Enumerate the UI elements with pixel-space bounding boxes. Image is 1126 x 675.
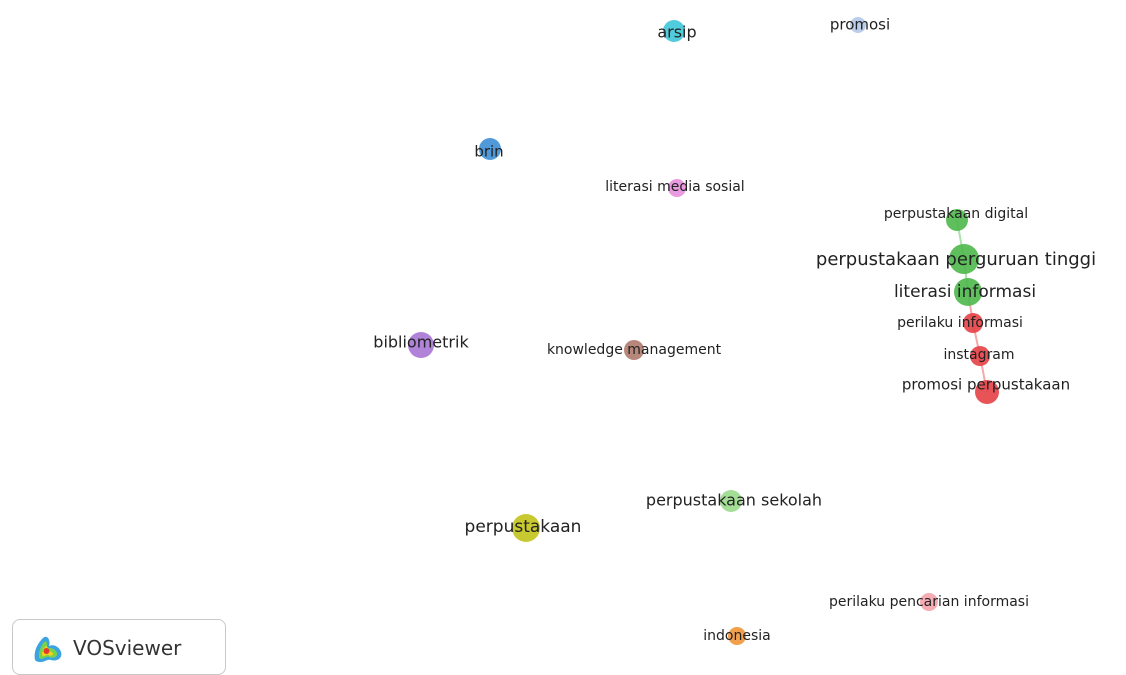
node-instagram[interactable] <box>970 346 990 366</box>
node-label-instagram: instagram <box>944 347 1015 363</box>
node-label-literasi-media-sosial: literasi media sosial <box>605 179 744 195</box>
node-promosi-perpustakaan[interactable] <box>975 380 999 404</box>
node-label-bibliometrik: bibliometrik <box>373 333 469 352</box>
node-perilaku-pencarian-informasi[interactable] <box>920 593 938 611</box>
node-label-perpustakaan-perguruan-tinggi: perpustakaan perguruan tinggi <box>816 249 1096 270</box>
node-label-perilaku-informasi: perilaku informasi <box>897 315 1023 331</box>
node-label-perpustakaan-sekolah: perpustakaan sekolah <box>646 491 822 510</box>
node-indonesia[interactable] <box>728 627 746 645</box>
node-label-perpustakaan-digital: perpustakaan digital <box>884 206 1028 222</box>
node-label-promosi-perpustakaan: promosi perpustakaan <box>902 376 1070 394</box>
node-brin[interactable] <box>479 138 501 160</box>
nodes-layer <box>408 17 999 645</box>
node-arsip[interactable] <box>663 20 685 42</box>
node-label-knowledge-management: knowledge management <box>547 342 722 358</box>
vosviewer-logo: VOSviewer <box>12 619 226 675</box>
node-label-perpustakaan: perpustakaan <box>465 517 582 537</box>
node-perilaku-informasi[interactable] <box>963 313 983 333</box>
node-perpustakaan[interactable] <box>512 514 540 542</box>
node-label-indonesia: indonesia <box>703 628 770 644</box>
vosviewer-logo-text: VOSviewer <box>73 636 182 660</box>
node-perpustakaan-digital[interactable] <box>946 209 968 231</box>
node-label-literasi-informasi: literasi informasi <box>894 282 1036 302</box>
node-literasi-media-sosial[interactable] <box>668 179 686 197</box>
node-perpustakaan-sekolah[interactable] <box>720 490 742 512</box>
node-label-arsip: arsip <box>657 23 696 42</box>
node-literasi-informasi[interactable] <box>954 278 982 306</box>
labels-layer: arsip promosi brin literasi media sosial per… <box>373 16 1096 645</box>
node-label-brin: brin <box>474 143 503 161</box>
node-knowledge-management[interactable] <box>624 340 644 360</box>
node-label-promosi: promosi <box>830 16 890 34</box>
node-perpustakaan-perguruan-tinggi[interactable] <box>949 244 979 274</box>
vosviewer-logo-icon <box>34 636 62 662</box>
node-bibliometrik[interactable] <box>408 332 434 358</box>
node-label-perilaku-pencarian-informasi: perilaku pencarian informasi <box>829 594 1029 610</box>
node-promosi[interactable] <box>850 17 866 33</box>
